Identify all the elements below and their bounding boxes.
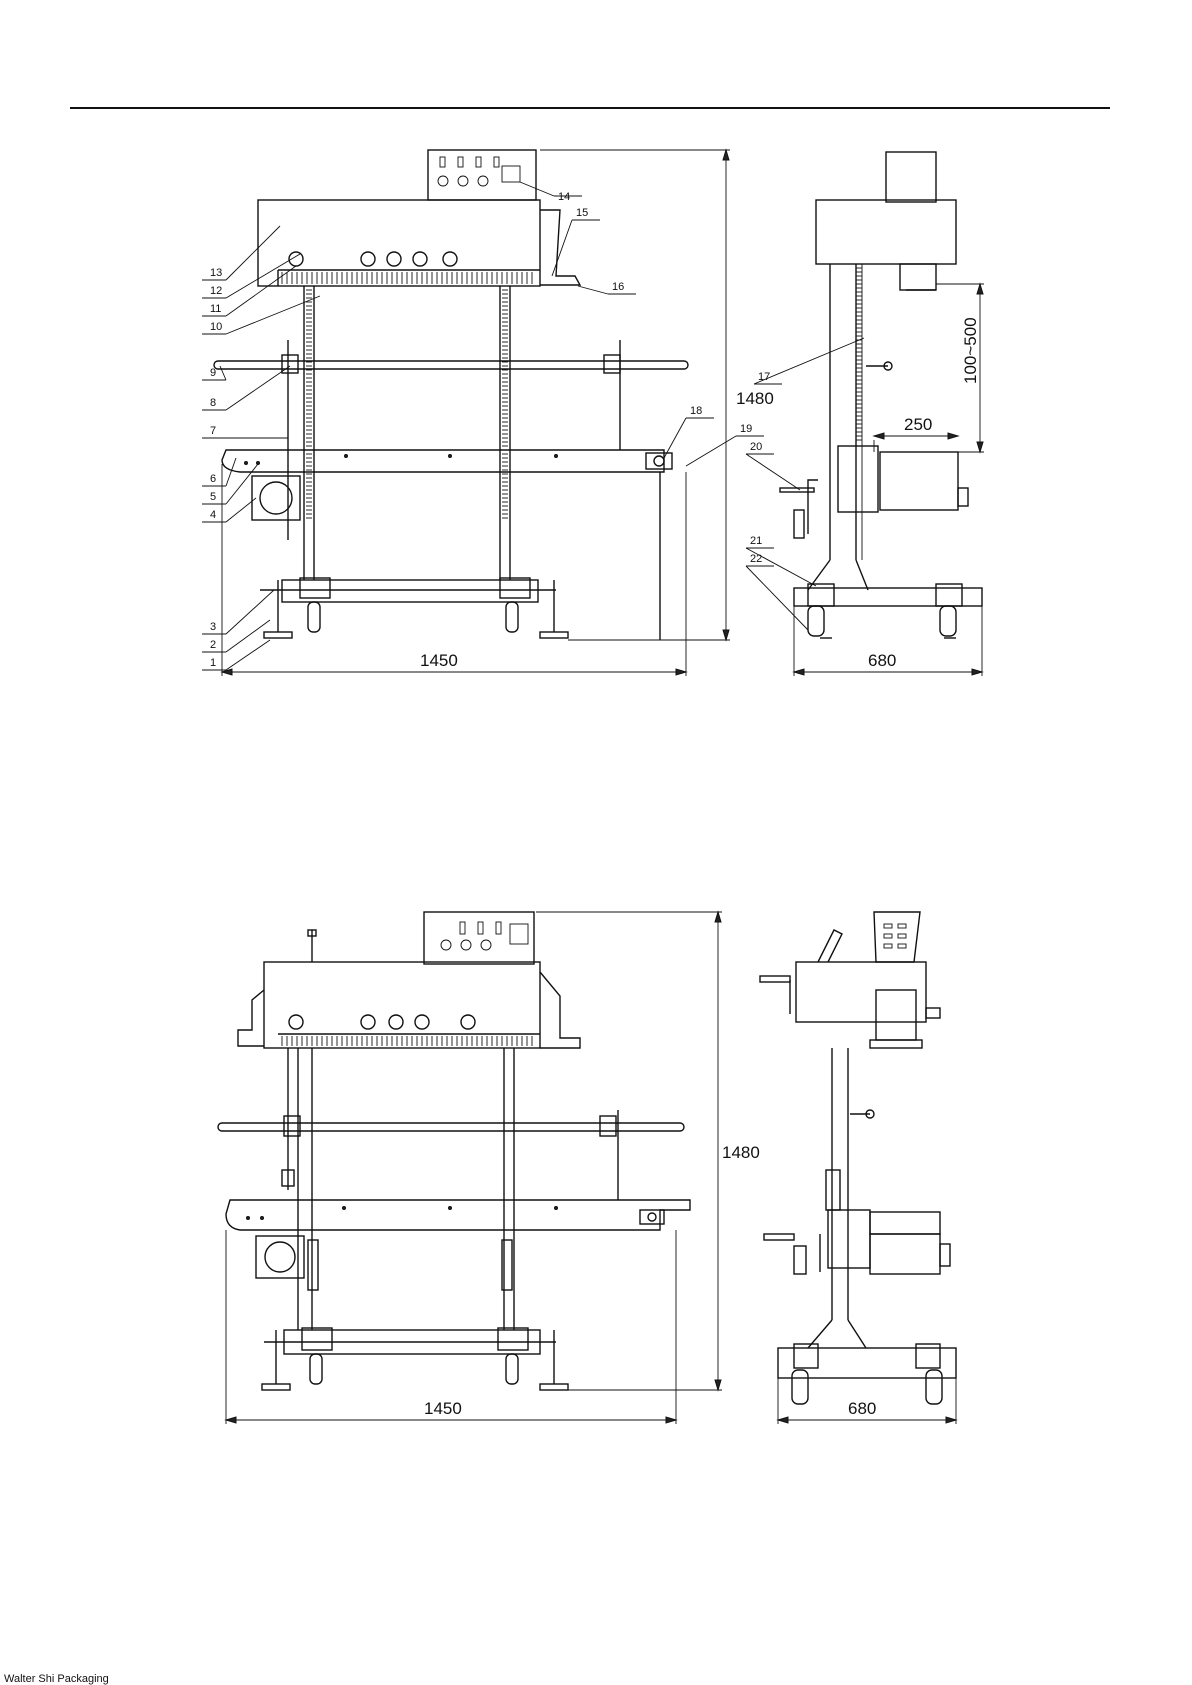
bottom-side-housing [796, 962, 926, 1022]
dim-top-side-width: 680 [868, 651, 896, 670]
side-housing [816, 200, 956, 264]
callout-leader-10 [226, 296, 320, 334]
callout-number-9: 9 [210, 367, 216, 379]
bottom-front-view [218, 912, 690, 1390]
side-base [794, 588, 982, 606]
callout-number-22: 22 [750, 553, 762, 565]
leveling-feet [264, 580, 568, 638]
footer-text: Walter Shi Packaging [4, 1673, 109, 1685]
callout-leader-15 [552, 220, 572, 276]
top-dimension-lines [222, 150, 984, 676]
rack-teeth-left [306, 290, 312, 518]
bottom-side-base [778, 1348, 956, 1378]
rack-teeth-right [502, 290, 508, 518]
callout-leader-19 [686, 436, 736, 466]
panel-display [502, 166, 520, 182]
dim-top-side-depth: 250 [904, 415, 932, 434]
callout-leader-20 [746, 454, 800, 490]
heater-housing [258, 200, 540, 286]
bottom-conveyor [226, 1200, 690, 1230]
guide-plate [540, 210, 580, 285]
guide-rod [214, 361, 688, 369]
callout-leader-1 [226, 640, 270, 670]
vertical-posts [288, 286, 620, 580]
dim-bottom-side-width: 680 [848, 1399, 876, 1418]
callout-number-10: 10 [210, 321, 222, 333]
callout-number-12: 12 [210, 285, 222, 297]
casters [300, 578, 530, 632]
callout-number-5: 5 [210, 491, 216, 503]
callout-number-17: 17 [758, 371, 770, 383]
callout-number-6: 6 [210, 473, 216, 485]
callout-leader-12 [226, 254, 300, 298]
callout-number-14: 14 [558, 191, 570, 203]
dim-top-side-range: 100~500 [961, 317, 980, 384]
callout-number-11: 11 [210, 303, 221, 315]
callout-number-3: 3 [210, 621, 216, 633]
callout-leader-16 [578, 286, 608, 294]
callout-number-4: 4 [210, 509, 216, 521]
vent-slots [282, 272, 532, 284]
dim-top-front-height: 1480 [736, 389, 774, 408]
bottom-vent-slots [282, 1036, 532, 1046]
dim-top-front-width: 1450 [420, 651, 458, 670]
rack-teeth-side [856, 268, 862, 440]
callout-number-1: 1 [210, 657, 216, 669]
callout-leader-22 [746, 566, 808, 630]
callout-number-13: 13 [210, 267, 222, 279]
temperature-knobs [289, 252, 457, 266]
panel-switches [438, 157, 499, 186]
callout-number-2: 2 [210, 639, 216, 651]
dim-bottom-front-height: 1480 [722, 1143, 760, 1162]
callout-leader-17 [754, 338, 864, 384]
callout-number-19: 19 [740, 423, 752, 435]
callout-number-21: 21 [750, 535, 762, 547]
callout-leader-14 [520, 182, 554, 196]
callout-leader-13 [226, 226, 280, 280]
callout-number-8: 8 [210, 397, 216, 409]
callout-number-18: 18 [690, 405, 702, 417]
callout-leader-3 [226, 590, 274, 634]
callout-leader-6 [226, 458, 236, 486]
callout-leader-9 [220, 366, 226, 380]
bottom-side-view [760, 912, 956, 1404]
top-side-view [780, 152, 982, 638]
top-front-view [214, 150, 688, 640]
callout-leader-11 [226, 266, 296, 316]
callout-number-15: 15 [576, 207, 588, 219]
callout-leader-8 [226, 366, 290, 410]
bottom-heater-housing [264, 962, 540, 1048]
dim-bottom-front-width: 1450 [424, 1399, 462, 1418]
callout-number-20: 20 [750, 441, 762, 453]
callout-number-7: 7 [210, 425, 216, 437]
bottom-dimension-lines [226, 912, 956, 1424]
callout-number-16: 16 [612, 281, 624, 293]
bottom-control-panel [424, 912, 534, 964]
callout-leader-18 [664, 418, 686, 458]
